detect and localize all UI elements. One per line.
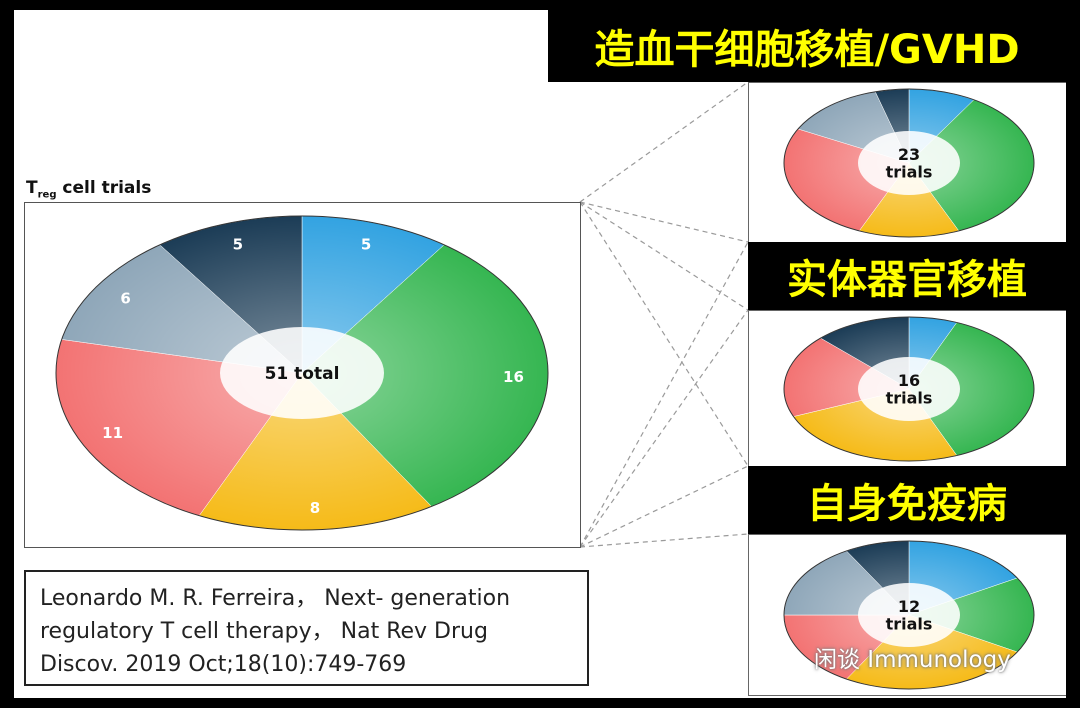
pie-center-label: 16 bbox=[898, 371, 920, 390]
main-chart-box: 5168116551 total bbox=[24, 202, 581, 548]
pie-center-label: 12 bbox=[898, 597, 920, 616]
citation-line-1: Leonardo M. R. Ferreira， Next- generatio… bbox=[40, 586, 511, 611]
pie-outline bbox=[783, 88, 1035, 238]
slide: Treg cell trials 5168116551 total 造血干细胞移… bbox=[14, 10, 1066, 698]
banner-autoimmune: 自身免疫病 bbox=[748, 466, 1066, 534]
pie-center-label: 51 total bbox=[265, 364, 340, 384]
wechat-icon bbox=[775, 647, 807, 673]
banner-hsct-gvhd: 造血干细胞移植/GVHD bbox=[548, 10, 1066, 82]
watermark: 闲谈 Immunology bbox=[774, 640, 1011, 675]
pie-outline bbox=[783, 540, 1035, 690]
pie-center-hole bbox=[858, 357, 960, 421]
main-chart-title: Treg cell trials bbox=[26, 178, 152, 201]
pie-outline bbox=[55, 215, 549, 531]
citation-line-3: Discov. 2019 Oct;18(10):749-769 bbox=[40, 652, 407, 677]
banner-solid-organ: 实体器官移植 bbox=[748, 242, 1066, 310]
pie-center-label: trials bbox=[886, 162, 933, 181]
pie-center-label: trials bbox=[886, 388, 933, 407]
pie-center-hole bbox=[220, 327, 384, 419]
pie-outline bbox=[783, 316, 1035, 462]
citation-box: Leonardo M. R. Ferreira， Next- generatio… bbox=[24, 570, 589, 686]
pie-center-label: 23 bbox=[898, 145, 920, 164]
pie-center-label: trials bbox=[886, 614, 933, 633]
pie-center-hole bbox=[858, 583, 960, 647]
citation-line-2: regulatory T cell therapy， Nat Rev Drug bbox=[40, 619, 488, 644]
pie-center-hole bbox=[858, 131, 960, 195]
watermark-text: 闲谈 Immunology bbox=[814, 647, 1011, 673]
main-pie-chart: 5168116551 total bbox=[55, 215, 549, 531]
